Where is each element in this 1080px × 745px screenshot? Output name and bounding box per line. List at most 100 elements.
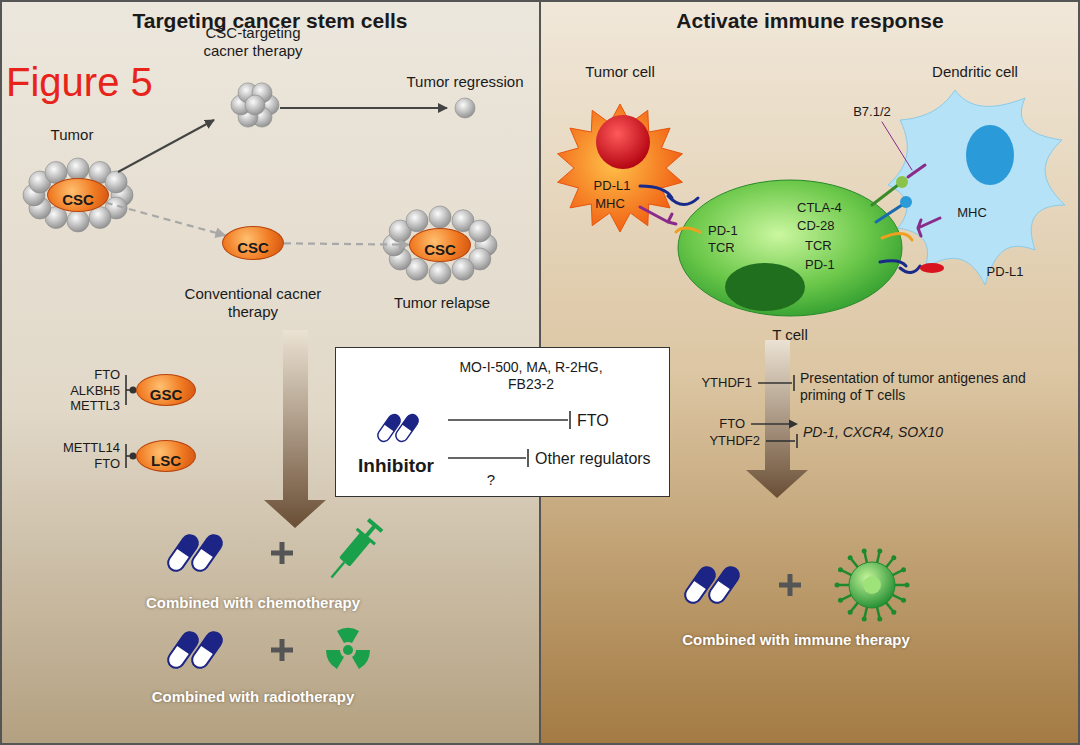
inhibitor-box-ground [375, 412, 420, 443]
tumor-cell [558, 104, 683, 232]
tumor-cluster [455, 98, 475, 118]
label: FTO ALKBH5 METTL3 [56, 367, 120, 414]
drug-icons [779, 574, 801, 596]
drug-icons [838, 598, 843, 603]
label: Tumor relapse [394, 294, 490, 312]
label: Conventional cacner therapy [178, 285, 328, 321]
inhibitor-box-ground [448, 411, 570, 467]
tumor-cluster [383, 206, 497, 284]
dendritic-cell [888, 90, 1065, 285]
drug-icons [838, 567, 843, 572]
drug-icons [901, 598, 906, 603]
drug-icons [343, 645, 353, 655]
tumor-cluster [45, 161, 67, 183]
label: Presentation of tumor antigenes and prim… [800, 370, 1030, 404]
drug-icons [891, 555, 896, 560]
drug-icons [339, 532, 372, 567]
inhibition-line [130, 453, 137, 460]
box-text: ? [487, 471, 495, 489]
drug-icons [891, 610, 896, 615]
tumor-cluster [67, 210, 89, 232]
drug-icons [835, 583, 840, 588]
receptor [676, 228, 700, 232]
label: MHC [595, 196, 625, 212]
therapy-arrow [280, 107, 447, 109]
label: Tumor regression [407, 73, 524, 91]
panel-heading: Activate immune response [540, 9, 1080, 33]
stem-cell-oval: CSC [47, 178, 109, 212]
drug-icons [849, 562, 895, 608]
drug-icons [323, 644, 347, 671]
cell-name: CSC [62, 191, 94, 208]
label: PD-1 [708, 223, 738, 239]
drug-icons [862, 548, 867, 553]
receptor [896, 176, 908, 188]
drug-icons [367, 518, 383, 533]
flow-arrow [284, 243, 409, 244]
label: Figure 5 [6, 58, 153, 106]
label: PD-L1 [987, 264, 1024, 280]
drug-icons [165, 532, 225, 574]
tumor-cluster [452, 258, 474, 280]
tumor-cluster [245, 95, 265, 115]
drug-icons [863, 576, 881, 594]
dendritic-cell [966, 125, 1014, 185]
stem-cell-oval: LSC [136, 440, 196, 472]
label: FTO [719, 416, 745, 432]
tumor-cluster [469, 220, 491, 242]
label: CTLA-4 [797, 200, 842, 216]
receptor [876, 205, 902, 222]
drug-icons [877, 548, 882, 553]
drug-icons [877, 617, 882, 622]
panel-heading: Targeting cancer stem cells [0, 9, 540, 33]
tumor-cluster [455, 98, 475, 118]
receptor [872, 185, 898, 205]
inhibition-line [130, 387, 137, 394]
regulation-line [796, 434, 798, 448]
inhibitor-box: MO-I-500, MA, R-2HG, FB23-2InhibitorFTOO… [335, 347, 670, 497]
receptor [880, 261, 920, 273]
cell-name: LSC [151, 452, 181, 469]
inhibitor-box-ground [448, 457, 526, 459]
label: Combined with radiotherapy [152, 688, 355, 706]
dendritic-cell [888, 90, 1065, 285]
flow-down-arrow [264, 330, 326, 528]
label: YTHDF2 [709, 433, 760, 449]
drug-icons [901, 567, 906, 572]
tumor-cluster [429, 262, 451, 284]
inhibitor-box-ground [569, 411, 571, 429]
t-cell [678, 180, 902, 316]
tumor-cluster [406, 210, 428, 232]
drug-icons [271, 542, 293, 564]
therapy-arrow [118, 108, 447, 172]
tumor-cluster [231, 83, 279, 127]
label: B7.1/2 [853, 104, 891, 120]
inhibitor-box-ground [335, 347, 670, 497]
tumor-cluster [23, 83, 497, 284]
label: Combined with immune therapy [682, 631, 910, 649]
drug-icons [682, 564, 742, 606]
flow-down-arrow [746, 340, 808, 498]
inhibitor-box-ground [527, 449, 529, 467]
panel: Activate immune response [540, 0, 1080, 745]
cell-name: GSC [150, 386, 183, 403]
label: TCR [805, 238, 832, 254]
label: T cell [772, 326, 808, 344]
therapy-arrow [118, 120, 214, 172]
tumor-cluster [23, 158, 133, 232]
receptor [640, 122, 944, 273]
regulation-line [793, 375, 795, 391]
label: CD-28 [797, 218, 835, 234]
cell-name: CSC [237, 239, 269, 256]
regulation-line [751, 375, 798, 448]
regulation-line [751, 423, 790, 425]
cell-name: CSC [424, 241, 456, 258]
t-cell [725, 263, 805, 311]
drug-icons [848, 610, 853, 615]
inhibitor-box-ground [448, 419, 568, 421]
label: YTHDF1 [701, 375, 752, 391]
